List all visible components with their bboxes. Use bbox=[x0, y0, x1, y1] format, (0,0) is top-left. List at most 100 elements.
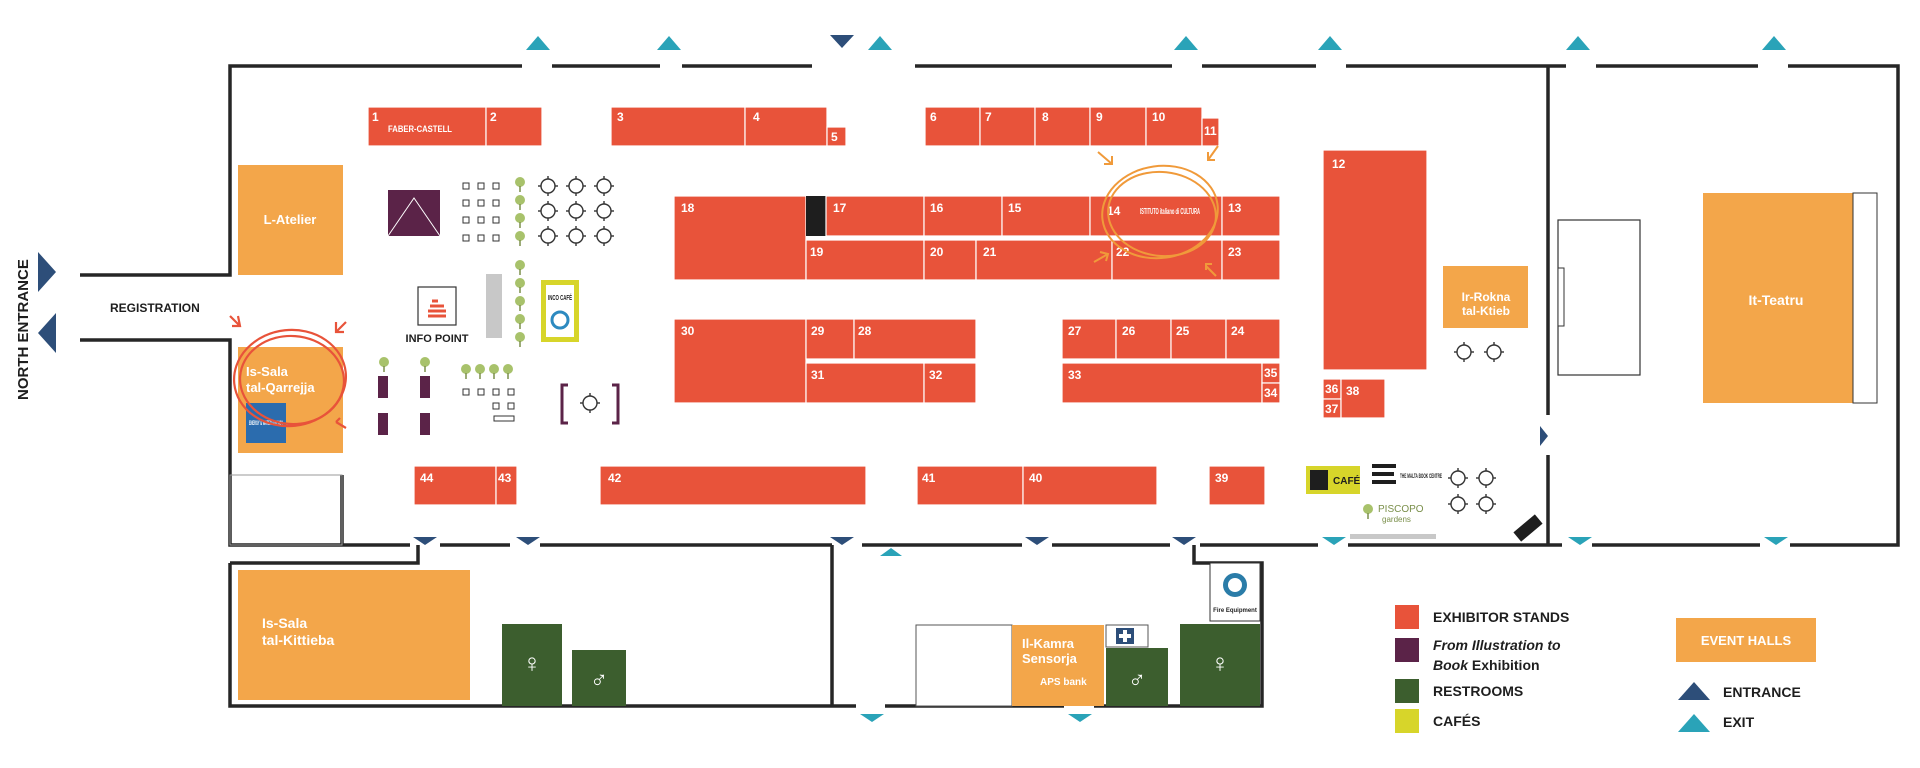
stand-24[interactable]: 24 bbox=[1225, 318, 1281, 360]
stand-28[interactable]: 28 bbox=[853, 318, 977, 360]
exhibitor-stands: 1 FABER-CASTELL 2 3 4 5 6 7 8 9 10 11 12… bbox=[367, 106, 1428, 506]
qarrejja-annex bbox=[229, 474, 343, 546]
svg-text:28: 28 bbox=[858, 324, 872, 338]
svg-text:26: 26 bbox=[1122, 324, 1136, 338]
svg-text:6: 6 bbox=[930, 110, 937, 124]
svg-text:37: 37 bbox=[1325, 402, 1339, 416]
stand-21[interactable]: 21 bbox=[975, 239, 1113, 281]
teatru-door bbox=[1557, 267, 1565, 327]
stand-43[interactable]: 43 bbox=[495, 465, 518, 506]
stand-10[interactable]: 10 bbox=[1145, 106, 1203, 147]
stand-31[interactable]: 31 bbox=[805, 362, 925, 404]
stand-44[interactable]: 44 bbox=[413, 465, 497, 506]
stand-17[interactable]: 17 bbox=[825, 195, 925, 237]
inco-cafe[interactable]: INCO CAFÉ bbox=[541, 280, 579, 342]
stand-6[interactable]: 6 bbox=[924, 106, 981, 147]
svg-text:35: 35 bbox=[1264, 366, 1278, 380]
stand-41[interactable]: 41 bbox=[916, 465, 1024, 506]
stand-15[interactable]: 15 bbox=[1001, 195, 1091, 237]
stand-2[interactable]: 2 bbox=[485, 106, 543, 147]
stand-38[interactable]: 38 bbox=[1340, 378, 1386, 419]
entrance-arrows bbox=[38, 35, 1548, 545]
illustration-tent bbox=[388, 190, 440, 236]
svg-text:27: 27 bbox=[1068, 324, 1082, 338]
kamra-annex bbox=[915, 624, 1013, 707]
main-hall-walls bbox=[80, 64, 1900, 547]
svg-text:22: 22 bbox=[1116, 245, 1130, 259]
stand-4[interactable]: 4 bbox=[744, 106, 828, 147]
stand-16[interactable]: 16 bbox=[923, 195, 1003, 237]
stand-25[interactable]: 25 bbox=[1170, 318, 1227, 360]
svg-text:12: 12 bbox=[1332, 157, 1346, 171]
stand-30[interactable]: 30 bbox=[673, 318, 807, 404]
svg-text:10: 10 bbox=[1152, 110, 1166, 124]
svg-text:ENTRANCE: ENTRANCE bbox=[1723, 684, 1801, 700]
stand-5[interactable]: 5 bbox=[826, 126, 847, 147]
stand-37[interactable]: 37 bbox=[1322, 398, 1342, 419]
stand-13[interactable]: 13 bbox=[1221, 195, 1281, 237]
svg-text:30: 30 bbox=[681, 324, 695, 338]
svg-text:32: 32 bbox=[929, 368, 943, 382]
svg-text:17: 17 bbox=[833, 201, 847, 215]
legend-restrooms: RESTROOMS bbox=[1395, 679, 1523, 703]
svg-text:14: 14 bbox=[1107, 204, 1121, 218]
hall-it-teatru[interactable]: It-Teatru bbox=[1703, 192, 1878, 404]
restroom-women-1[interactable]: ♀ bbox=[502, 624, 562, 706]
stand-11[interactable]: 11 bbox=[1201, 117, 1220, 147]
stand-40[interactable]: 40 bbox=[1022, 465, 1158, 506]
info-point[interactable]: INFO POINT bbox=[406, 286, 469, 345]
svg-text:2: 2 bbox=[490, 110, 497, 124]
hall-l-atelier[interactable]: L-Atelier bbox=[238, 165, 343, 275]
svg-text:42: 42 bbox=[608, 471, 622, 485]
stand-20[interactable]: 20 bbox=[923, 239, 977, 281]
stand-29[interactable]: 29 bbox=[805, 318, 855, 360]
stand-7[interactable]: 7 bbox=[979, 106, 1036, 147]
stand-12[interactable]: 12 bbox=[1322, 149, 1428, 371]
svg-text:8: 8 bbox=[1042, 110, 1049, 124]
svg-text:FABER-CASTELL: FABER-CASTELL bbox=[388, 124, 452, 134]
legend-illustration-exhibition: From Illustration to Book Exhibition bbox=[1395, 637, 1561, 673]
stand-35[interactable]: 35 bbox=[1261, 362, 1281, 384]
stand-42[interactable]: 42 bbox=[599, 465, 867, 506]
svg-text:34: 34 bbox=[1264, 386, 1278, 400]
cafe-main[interactable]: CAFÉ bbox=[1306, 466, 1361, 494]
svg-text:41: 41 bbox=[922, 471, 936, 485]
stand-36[interactable]: 36 bbox=[1322, 378, 1342, 400]
exit-arrow-icon bbox=[1678, 714, 1710, 732]
stand-23[interactable]: 23 bbox=[1221, 239, 1281, 281]
first-aid-icon bbox=[1116, 628, 1134, 644]
svg-text:33: 33 bbox=[1068, 368, 1082, 382]
stand-27[interactable]: 27 bbox=[1061, 318, 1117, 360]
svg-text:It-Teatru: It-Teatru bbox=[1749, 292, 1804, 308]
stand-1[interactable]: 1 FABER-CASTELL bbox=[367, 106, 487, 147]
restroom-women-2[interactable]: ♀ bbox=[1180, 624, 1260, 706]
stand-32[interactable]: 32 bbox=[923, 362, 977, 404]
svg-text:18: 18 bbox=[681, 201, 695, 215]
annotation-circle-qarrejja bbox=[229, 315, 348, 429]
stand-19[interactable]: 19 bbox=[805, 239, 925, 281]
stand-8[interactable]: 8 bbox=[1034, 106, 1091, 147]
cafe-logo-icon bbox=[1310, 470, 1328, 490]
info-counter bbox=[486, 274, 502, 338]
stand-26[interactable]: 26 bbox=[1115, 318, 1172, 360]
restroom-men-2[interactable]: ♂ bbox=[1106, 648, 1168, 706]
stand-34[interactable]: 34 bbox=[1261, 382, 1281, 404]
stand-33[interactable]: 33 bbox=[1061, 362, 1263, 404]
svg-text:9: 9 bbox=[1096, 110, 1103, 124]
stand-3[interactable]: 3 bbox=[610, 106, 746, 147]
stand-39[interactable]: 39 bbox=[1208, 465, 1266, 506]
restroom-men-1[interactable]: ♂ bbox=[572, 650, 626, 706]
stand-18[interactable]: 18 bbox=[673, 195, 807, 281]
man-icon: ♂ bbox=[1128, 667, 1146, 694]
stand-9[interactable]: 9 bbox=[1089, 106, 1147, 147]
malta-book-centre-logo: THE MALTA BOOK CENTRE bbox=[1372, 464, 1442, 484]
svg-text:40: 40 bbox=[1029, 471, 1043, 485]
